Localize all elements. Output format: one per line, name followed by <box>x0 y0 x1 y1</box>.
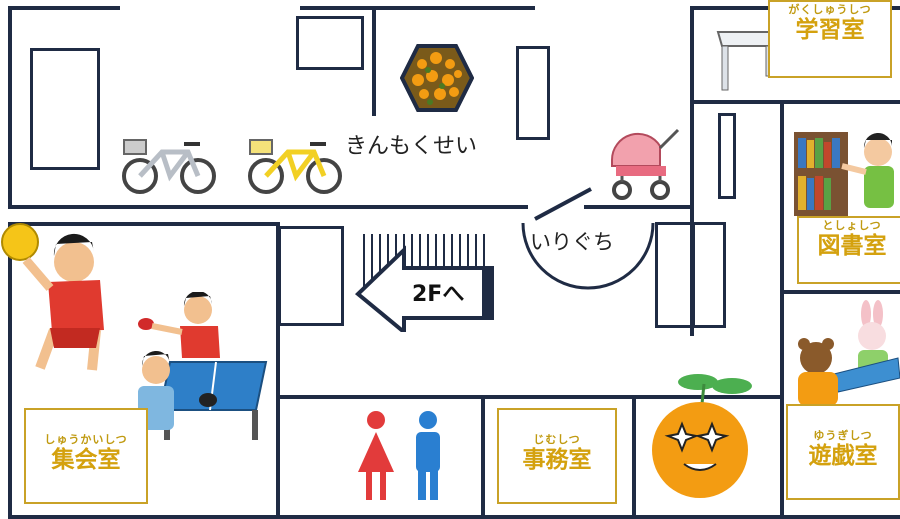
tree-label: きんもくせい <box>345 134 478 159</box>
assembly-hall-ruby: しゅうかいしつ <box>44 433 128 446</box>
reading-kid-icon <box>794 132 894 216</box>
wall-entrance-right <box>584 205 694 209</box>
pillar <box>692 222 726 328</box>
entrance-label: いりぐち <box>530 230 614 254</box>
table-tennis-icon <box>138 292 268 440</box>
restroom-icon <box>358 411 440 500</box>
wall-left-upper <box>8 6 12 206</box>
wall-top-mid <box>300 6 535 10</box>
orange-mascot-icon <box>652 374 752 498</box>
wall-top-left <box>8 6 120 10</box>
bicycle-icon <box>122 139 216 194</box>
wall-toilet-right <box>481 395 485 519</box>
wall-study-bottom <box>690 100 900 104</box>
wall-hall-top-left <box>8 222 278 226</box>
playroom-name: 遊戯室 <box>808 443 878 469</box>
study-room-label: がくしゅうしつ 学習室 <box>768 0 892 78</box>
assembly-hall-label: しゅうかいしつ 集会室 <box>24 408 148 504</box>
playroom-ruby: ゆうぎしつ <box>813 429 873 442</box>
study-room-name: 学習室 <box>795 17 865 43</box>
pillar <box>718 113 736 199</box>
library-ruby: としょしつ <box>822 219 882 232</box>
animals-playing-icon <box>798 300 900 406</box>
pillar <box>278 226 344 326</box>
entrance-door <box>521 187 655 290</box>
wall-office-right <box>632 395 636 519</box>
wall-courtyard-bottom <box>8 205 528 209</box>
office-ruby: じむしつ <box>533 433 581 446</box>
wall-bottom-row-top <box>276 395 784 399</box>
office-name: 事務室 <box>522 447 592 473</box>
wall-assembly-right <box>276 222 280 519</box>
pillar <box>516 46 550 140</box>
pillar <box>655 222 693 328</box>
osmanthus-tree-icon <box>400 44 474 112</box>
wall-library-bottom <box>780 290 900 294</box>
pillar <box>296 16 364 70</box>
stairs-icon <box>354 228 494 332</box>
bicycle-icon <box>248 139 342 194</box>
wall-bottom <box>8 515 900 519</box>
wall-library-left <box>780 100 784 519</box>
wall-courtyard-divider <box>372 6 376 116</box>
library-label: としょしつ 図書室 <box>797 216 900 284</box>
library-name: 図書室 <box>817 233 887 259</box>
stairs-label: 2Fへ <box>412 282 465 307</box>
office-label: じむしつ 事務室 <box>497 408 617 504</box>
assembly-hall-name: 集会室 <box>51 447 121 473</box>
handball-player-icon <box>1 223 104 371</box>
wall-left-lower <box>8 225 12 519</box>
wall-right-upper <box>690 6 694 336</box>
study-room-ruby: がくしゅうしつ <box>788 3 872 16</box>
playroom-label: ゆうぎしつ 遊戯室 <box>786 404 900 500</box>
pillar <box>30 48 100 170</box>
stroller-icon <box>610 128 680 200</box>
